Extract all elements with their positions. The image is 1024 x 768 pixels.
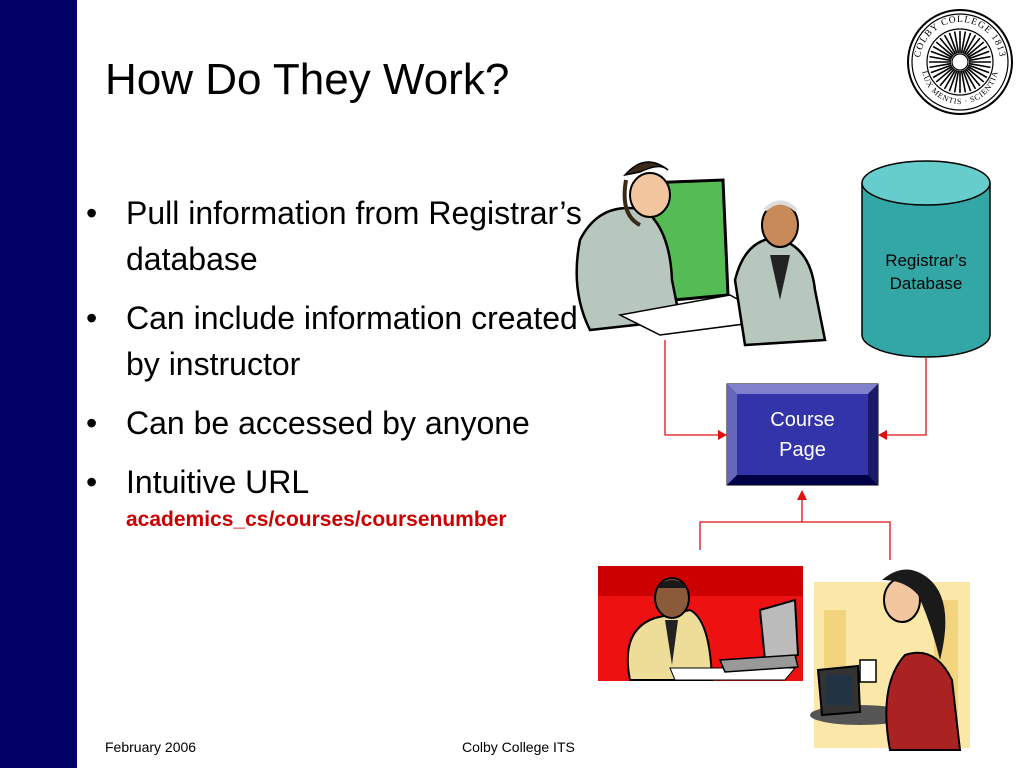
registrar-database-cylinder xyxy=(861,160,991,358)
arrow-head-left-in xyxy=(718,430,727,440)
footer-date: February 2006 xyxy=(105,739,197,755)
seal-ray xyxy=(966,67,985,83)
seal-ray xyxy=(948,70,958,92)
seal-ray xyxy=(953,31,960,54)
seal-ray xyxy=(929,55,952,62)
seal-ray xyxy=(962,70,972,92)
bullet-text: Can be accessed by anyone xyxy=(126,405,530,441)
meeting-people-clipart xyxy=(575,161,827,347)
seal-ray xyxy=(967,65,988,79)
seal-ray xyxy=(960,31,967,54)
seal-ray xyxy=(932,45,953,59)
seal-ray xyxy=(939,37,955,56)
bullet-item: Pull information from Registrar’s databa… xyxy=(86,190,596,282)
seal-ray xyxy=(965,37,981,56)
course-page-diagram xyxy=(575,160,991,751)
man-with-laptop-clipart xyxy=(598,566,803,681)
seal-ray xyxy=(932,65,953,79)
seal-ray xyxy=(968,50,990,60)
bullet-list: Pull information from Registrar’s databa… xyxy=(86,190,596,546)
database-label-line2: Database xyxy=(889,274,963,293)
slide-title: How Do They Work? xyxy=(105,55,510,104)
bullet-item: Can be accessed by anyone xyxy=(86,400,596,446)
footer-org: Colby College ITS xyxy=(462,739,575,755)
seal-ray xyxy=(966,41,985,57)
database-label-line1: Registrar’s xyxy=(885,251,967,270)
seal-ray xyxy=(930,50,952,60)
seal-ray xyxy=(948,32,958,54)
arrow-head-up xyxy=(797,490,807,500)
seal-ray xyxy=(943,69,957,90)
seal-ray xyxy=(962,32,972,54)
course-page-label-line2: Page xyxy=(779,439,826,461)
seal-ray xyxy=(968,55,991,62)
seal-ray xyxy=(967,45,988,59)
seal-ray xyxy=(929,62,952,69)
bullet-text: Intuitive URL xyxy=(126,464,310,500)
seal-ray xyxy=(963,69,977,90)
college-seal-logo: COLBY COLLEGE 1813 LUX MENTIS · SCIENTIA xyxy=(907,9,1013,115)
seal-ray xyxy=(960,70,967,93)
bullet-text: Can include information created by instr… xyxy=(126,300,578,382)
course-page-label: Course Page xyxy=(727,405,878,465)
seal-ray xyxy=(939,68,955,87)
database-label: Registrar’s Database xyxy=(862,249,990,295)
bullet-item: Intuitive URL academics_cs/courses/course… xyxy=(86,459,596,533)
seal-ray xyxy=(953,70,960,93)
url-text: academics_cs/courses/coursenumber xyxy=(126,508,507,531)
data-flow-arrows xyxy=(664,340,927,560)
arrow-head-right-in xyxy=(878,430,887,440)
seal-ray xyxy=(935,67,954,83)
woman-with-coffee-clipart xyxy=(810,569,970,751)
seal-ray xyxy=(930,64,952,74)
seal-ray xyxy=(935,41,954,57)
seal-ray xyxy=(943,34,957,55)
side-bar xyxy=(0,0,77,768)
course-page-label-line1: Course xyxy=(770,409,835,431)
bullet-item: Can include information created by instr… xyxy=(86,295,596,387)
seal-ray xyxy=(963,34,977,55)
seal-ray xyxy=(968,62,991,69)
seal-ray xyxy=(965,68,981,87)
course-page-box xyxy=(726,383,879,486)
bullet-text: Pull information from Registrar’s databa… xyxy=(126,195,582,277)
seal-ray xyxy=(968,64,990,74)
